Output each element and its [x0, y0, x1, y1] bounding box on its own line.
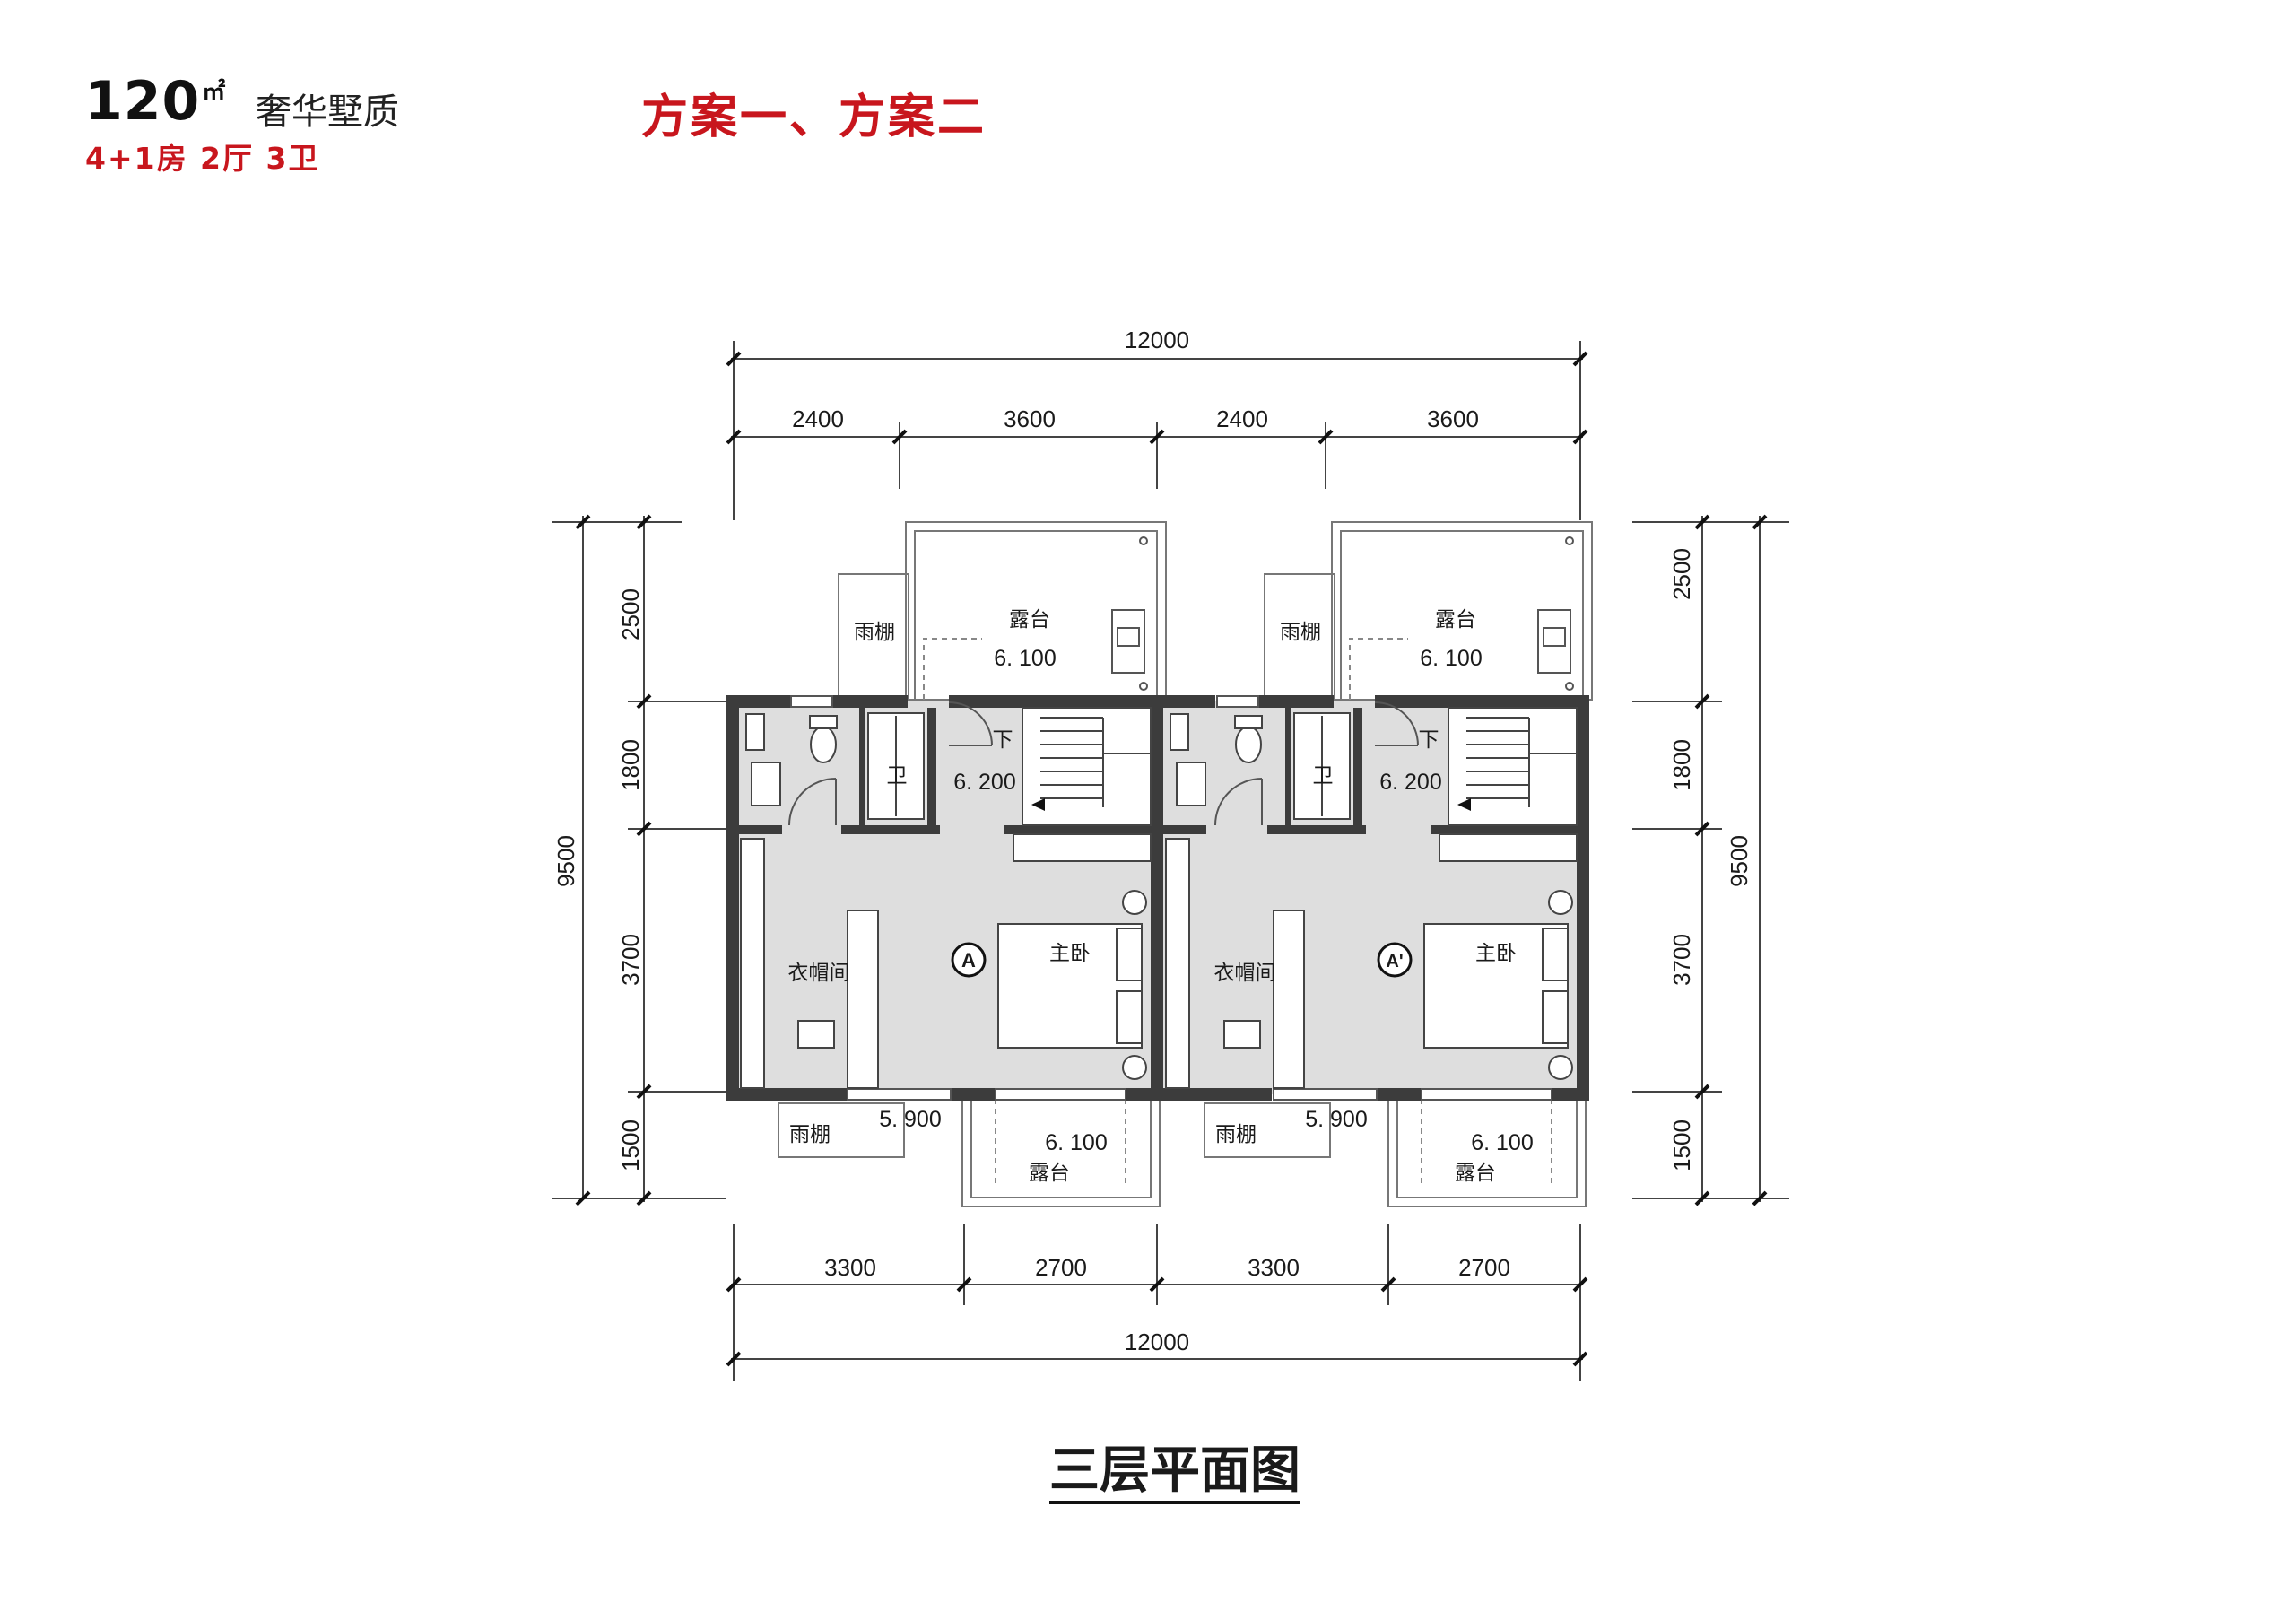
label-bath-a: 卫 — [887, 764, 908, 788]
elev-terrace-bottom-a: 6. 100 — [1045, 1130, 1108, 1155]
dimension-labels: 12000 2400 3600 2400 3600 3300 2700 3300… — [552, 327, 1752, 1355]
label-bath-b: 卫 — [1313, 764, 1334, 788]
dim-top-2: 3600 — [1004, 405, 1056, 432]
axis-bubble-a — [951, 942, 987, 978]
label-canopy-top-b: 雨棚 — [1280, 621, 1321, 644]
dim-right-4: 1500 — [1668, 1119, 1695, 1171]
room-configuration: 4+1房 2厅 3卫 — [85, 141, 320, 176]
area-unit: ㎡ — [202, 79, 227, 106]
label-master-b: 主卧 — [1475, 942, 1517, 965]
dim-bottom-total: 12000 — [1125, 1328, 1189, 1355]
label-stair-down-a: 下 — [993, 728, 1013, 752]
walls — [726, 695, 1589, 1101]
label-canopy-top-a: 雨棚 — [854, 621, 895, 644]
dim-bottom-1: 3300 — [824, 1254, 876, 1281]
dim-left-2: 1800 — [617, 739, 644, 791]
dimension-ticks — [575, 351, 1768, 1367]
dim-bottom-4: 2700 — [1458, 1254, 1510, 1281]
scheme-title: 方案一、方案二 — [641, 91, 987, 144]
dim-top-total: 12000 — [1125, 327, 1189, 353]
elev-terrace-top-b: 6. 100 — [1420, 646, 1483, 671]
dim-bottom-3: 3300 — [1248, 1254, 1300, 1281]
elev-canopy-a: 5. 900 — [879, 1107, 942, 1132]
fixtures — [740, 707, 1578, 1089]
dim-left-4: 1500 — [617, 1119, 644, 1171]
label-master-a: 主卧 — [1049, 942, 1091, 965]
area-heading: 120㎡ — [85, 70, 226, 133]
label-closet-b: 衣帽间 — [1214, 962, 1276, 985]
elev-canopy-b: 5. 900 — [1305, 1107, 1368, 1132]
elev-stair-a: 6. 200 — [953, 770, 1016, 795]
elev-terrace-top-a: 6. 100 — [994, 646, 1057, 671]
label-terrace-bottom-a: 露台 — [1029, 1162, 1070, 1185]
dim-top-1: 2400 — [792, 405, 844, 432]
plan-title: 三层平面图 — [1049, 1441, 1300, 1500]
dimension-lines — [552, 341, 1789, 1381]
dim-top-4: 3600 — [1427, 405, 1479, 432]
dim-right-total: 9500 — [1726, 835, 1752, 887]
dim-right-1: 2500 — [1668, 548, 1695, 600]
elev-terrace-bottom-b: 6. 100 — [1471, 1130, 1534, 1155]
label-stair-down-b: 下 — [1419, 728, 1439, 752]
dim-left-3: 3700 — [617, 934, 644, 986]
dim-bottom-2: 2700 — [1035, 1254, 1087, 1281]
label-terrace-top-b: 露台 — [1435, 608, 1476, 631]
dim-left-1: 2500 — [617, 588, 644, 640]
label-canopy-bottom-b: 雨棚 — [1215, 1123, 1257, 1146]
area-value: 120 — [85, 70, 201, 133]
label-closet-a: 衣帽间 — [788, 962, 850, 985]
label-canopy-bottom-a: 雨棚 — [789, 1123, 831, 1146]
axis-label-a: A — [961, 949, 976, 971]
dim-top-3: 2400 — [1216, 405, 1268, 432]
axis-bubble-a-prime — [1377, 942, 1413, 978]
dim-right-2: 1800 — [1668, 739, 1695, 791]
label-terrace-top-a: 露台 — [1009, 608, 1050, 631]
dim-right-3: 3700 — [1668, 934, 1695, 986]
elev-stair-b: 6. 200 — [1379, 770, 1442, 795]
dim-left-total: 9500 — [552, 835, 579, 887]
area-description: 奢华墅质 — [256, 91, 399, 133]
label-terrace-bottom-b: 露台 — [1455, 1162, 1496, 1185]
axis-label-a-prime: A' — [1386, 952, 1403, 971]
